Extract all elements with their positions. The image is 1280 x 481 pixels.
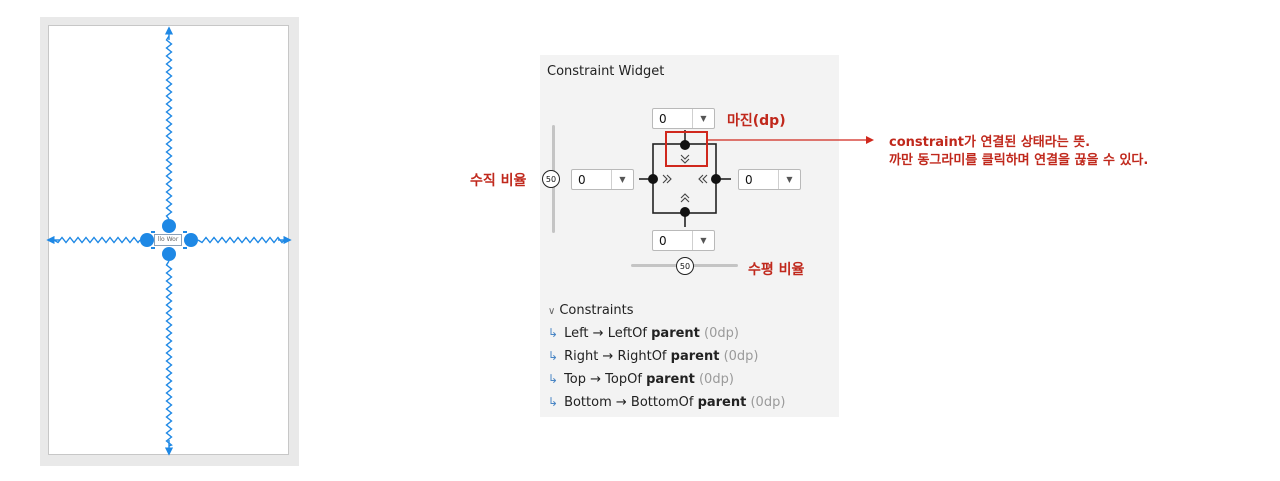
right-connection-dot[interactable] [711, 174, 721, 184]
constraint-link-icon: ↳ [548, 372, 559, 386]
connection-note: constraint가 연결된 상태라는 뜻. 까만 동그라미를 클릭하며 연결… [889, 134, 1148, 170]
constraint-row[interactable]: ↳Left → LeftOf parent (0dp) [548, 326, 739, 341]
vertical-bias-annotation: 수직 비율 [470, 173, 527, 189]
vertical-bias-knob[interactable]: 50 [542, 170, 560, 188]
constraint-row[interactable]: ↳Right → RightOf parent (0dp) [548, 349, 759, 364]
top-constraint-spring[interactable] [165, 35, 173, 220]
constraint-link-icon: ↳ [548, 349, 559, 363]
constraint-row[interactable]: ↳Bottom → BottomOf parent (0dp) [548, 395, 786, 410]
constraints-header-label: Constraints [559, 303, 634, 318]
horizontal-bias-value: 50 [679, 261, 691, 271]
constraint-link-icon: ↳ [548, 395, 559, 409]
margin-annotation: 마진(dp) [727, 113, 786, 129]
arrow-right-icon [866, 136, 874, 144]
top-connection-dot[interactable] [680, 140, 690, 150]
bottom-margin-value: 0 [659, 233, 667, 248]
chevron-down-icon: ∨ [548, 306, 556, 317]
right-constraint-spring[interactable] [197, 236, 285, 244]
dropdown-caret-icon: ▼ [778, 170, 800, 189]
constraints-section-header[interactable]: ∨Constraints [548, 303, 634, 318]
bottom-chevron-icon [680, 193, 690, 203]
right-margin-value: 0 [745, 172, 753, 187]
left-anchor-handle[interactable] [140, 233, 154, 247]
dropdown-caret-icon: ▼ [692, 231, 714, 250]
dropdown-caret-icon: ▼ [692, 109, 714, 128]
bottom-margin-select[interactable]: 0 ▼ [652, 230, 715, 251]
right-margin-select[interactable]: 0 ▼ [738, 169, 801, 190]
left-chevron-icon [662, 174, 672, 184]
top-margin-value: 0 [659, 111, 667, 126]
textview-text: llo Wor [157, 236, 179, 243]
dropdown-caret-icon: ▼ [611, 170, 633, 189]
horizontal-bias-annotation: 수평 비율 [748, 262, 805, 278]
note-line-1: constraint가 연결된 상태라는 뜻. [889, 135, 1091, 150]
left-margin-value: 0 [578, 172, 586, 187]
left-connection-dot[interactable] [648, 174, 658, 184]
resize-tick[interactable] [183, 231, 187, 233]
bottom-constraint-spring[interactable] [165, 260, 173, 447]
resize-tick[interactable] [183, 247, 187, 249]
left-margin-select[interactable]: 0 ▼ [571, 169, 634, 190]
top-margin-select[interactable]: 0 ▼ [652, 108, 715, 129]
left-constraint-spring[interactable] [53, 236, 141, 244]
constraint-widget-graphic [639, 130, 731, 227]
textview-hello-world[interactable]: llo Wor [154, 234, 182, 246]
right-anchor-handle[interactable] [184, 233, 198, 247]
panel-title: Constraint Widget [547, 64, 665, 79]
note-line-2: 까만 동그라미를 클릭하며 연결을 끊을 수 있다. [889, 153, 1149, 168]
top-chevron-icon [680, 154, 690, 164]
vertical-bias-value: 50 [545, 174, 557, 184]
constraint-row[interactable]: ↳Top → TopOf parent (0dp) [548, 372, 734, 387]
constraint-link-icon: ↳ [548, 326, 559, 340]
top-anchor-handle[interactable] [162, 219, 176, 233]
highlight-box [665, 131, 708, 167]
resize-tick[interactable] [151, 231, 155, 233]
bottom-anchor-handle[interactable] [162, 247, 176, 261]
bottom-connection-dot[interactable] [680, 207, 690, 217]
horizontal-bias-knob[interactable]: 50 [676, 257, 694, 275]
resize-tick[interactable] [151, 247, 155, 249]
right-chevron-icon [698, 174, 708, 184]
constraint-widget-panel: Constraint Widget 0 ▼ 0 ▼ [540, 55, 839, 417]
